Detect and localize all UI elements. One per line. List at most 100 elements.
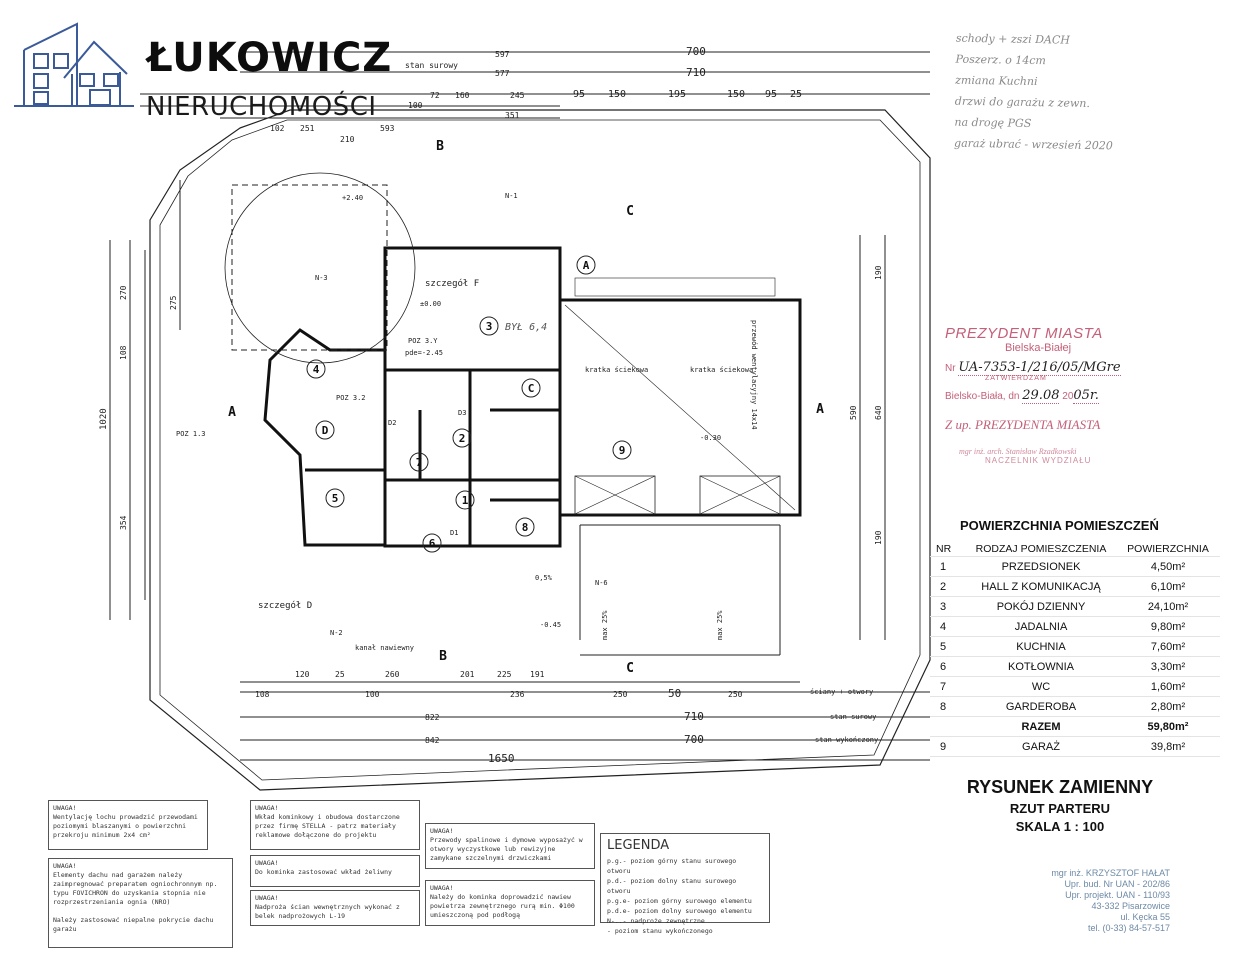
note-heading: UWAGA! [255,859,279,867]
room-name: HALL Z KOMUNIKACJĄ [966,576,1116,597]
plan-label: kanał nawiewny [355,644,414,652]
dim: 577 [495,69,510,78]
note-text: Należy zastosować niepalne pokrycie dach… [53,916,214,933]
dim: 245 [510,91,525,100]
dim: 25 [790,89,802,100]
company-logo: ŁUKOWICZ NIERUCHOMOŚCI [12,12,393,120]
section-mark: B [439,649,447,664]
legend-box: LEGENDA p.g.- poziom górny stanu suroweg… [600,833,770,935]
dim: 108 [119,345,128,360]
note-text: Elementy dachu nad garażem należy zaimpr… [53,871,218,906]
note-heading: UWAGA! [430,827,454,835]
dim: 250 [728,690,743,699]
note-heading: UWAGA! [255,894,279,902]
dim: 270 [119,285,128,300]
dim-1020: 1020 [99,408,109,430]
room-nr: 1 [930,556,966,577]
plan-label: kratka ściekowa [690,366,753,374]
room-area: 4,50m² [1116,556,1220,577]
author-line: Upr. bud. Nr UAN - 202/86 [1064,879,1170,889]
door-label: D3 [458,409,466,417]
author-line: mgr inż. KRZYSZTOF HAŁAT [1051,868,1170,878]
dim: 210 [340,135,355,144]
axis-letter: D [322,424,329,437]
dim-label: stan surowy [830,713,876,721]
plan-label: max 25% [601,610,609,640]
column-header: POWIERZCHNIA [1116,541,1220,557]
legend-title: LEGENDA [607,838,670,853]
dim: 25 [335,670,345,679]
room-area: 9,80m² [1116,616,1220,637]
dim: 822 [425,713,440,722]
title-block: RYSUNEK ZAMIENNY RZUT PARTERU SKALA 1 : … [940,777,1180,834]
room-nr: 4 [930,616,966,637]
author-stamp: mgr inż. KRZYSZTOF HAŁAT Upr. bud. Nr UA… [1040,868,1170,934]
plan-label: szczegół D [258,600,312,611]
note-text: Należy do kominka doprowadzić nawiew pow… [430,893,575,919]
logo-subtitle: NIERUCHOMOŚCI [146,92,377,122]
stamp-label: Bielsko-Biała, dn [945,391,1020,402]
room-name: POKÓJ DZIENNY [966,596,1116,617]
room-number: 3 [486,320,493,333]
legend-item: - poziom stanu wykończonego [607,927,713,935]
room-area: 24,10m² [1116,596,1220,617]
plan-label: max 25% [716,610,724,640]
room-area: 2,80m² [1116,696,1220,717]
room-nr: 5 [930,636,966,657]
dim: 160 [455,91,470,100]
dim: 72 [430,91,440,100]
room-nr: 7 [930,676,966,697]
axis-letter: A [583,259,590,272]
author-line: tel. (0-33) 84-57-517 [1087,923,1170,933]
legend-item: p.g.e- poziom górny surowego elementu [607,897,752,905]
note-box: UWAGA!Elementy dachu nad garażem należy … [48,858,233,948]
legend-item: p.d.- poziom dolny stanu surowego otworu [607,877,737,895]
dim: 95 [765,89,777,100]
dim: 102 [270,124,285,133]
axis-letter: C [528,382,535,395]
section-mark: A [228,405,236,420]
dim: 100 [365,690,380,699]
site-boundary [149,109,931,791]
note-text: Wentylację lochu prowadzić przewodami po… [53,813,198,839]
room-name: GARAŻ [966,736,1116,757]
dim: 150 [727,89,745,100]
room-number: 6 [429,537,436,550]
section-mark: B [436,139,444,154]
plan-label: ±0.00 [420,300,441,308]
dim: 700 [684,733,704,746]
dim-label: stan wykończony [815,736,878,744]
legend-item: p.g.- poziom górny stanu surowego otworu [607,857,737,875]
author-line: 43-332 Pisarzowice [1091,901,1170,911]
author-line: Upr. projekt. UAN - 110/93 [1065,890,1170,900]
note-text: Nadproża ścian wewnętrznych wykonać z be… [255,903,400,920]
room-areas-table: POWIERZCHNIA POMIESZCZEŃ NR RODZAJ POMIE… [930,518,1220,757]
room-name: JADALNIA [966,616,1116,637]
handwritten-mark: BYŁ 6,4 [505,322,547,333]
note-heading: UWAGA! [430,884,454,892]
room-area: 3,30m² [1116,656,1220,677]
dim: 250 [613,690,628,699]
plan-label: N-1 [505,192,518,200]
approval-date: 29.08 [1022,388,1060,404]
room-number: 5 [332,492,339,505]
room-name: GARDEROBA [966,696,1116,717]
dim: 597 [495,50,510,59]
note-text: Przewody spalinowe i dymowe wyposażyć w … [430,836,583,862]
logo-title: ŁUKOWICZ [147,35,393,81]
dim: 260 [385,670,400,679]
dim-label: ściany + otwory [810,688,873,696]
legend-item: p.d.e- poziom dolny surowego elementu [607,907,752,915]
stamp-label: Nr [945,363,956,374]
room-name: WC [966,676,1116,697]
dim: 108 [255,690,270,699]
dim: 225 [497,670,512,679]
room-number: 2 [459,432,466,445]
stamp-line: Z up. PREZYDENTA MIASTA [945,417,1101,432]
